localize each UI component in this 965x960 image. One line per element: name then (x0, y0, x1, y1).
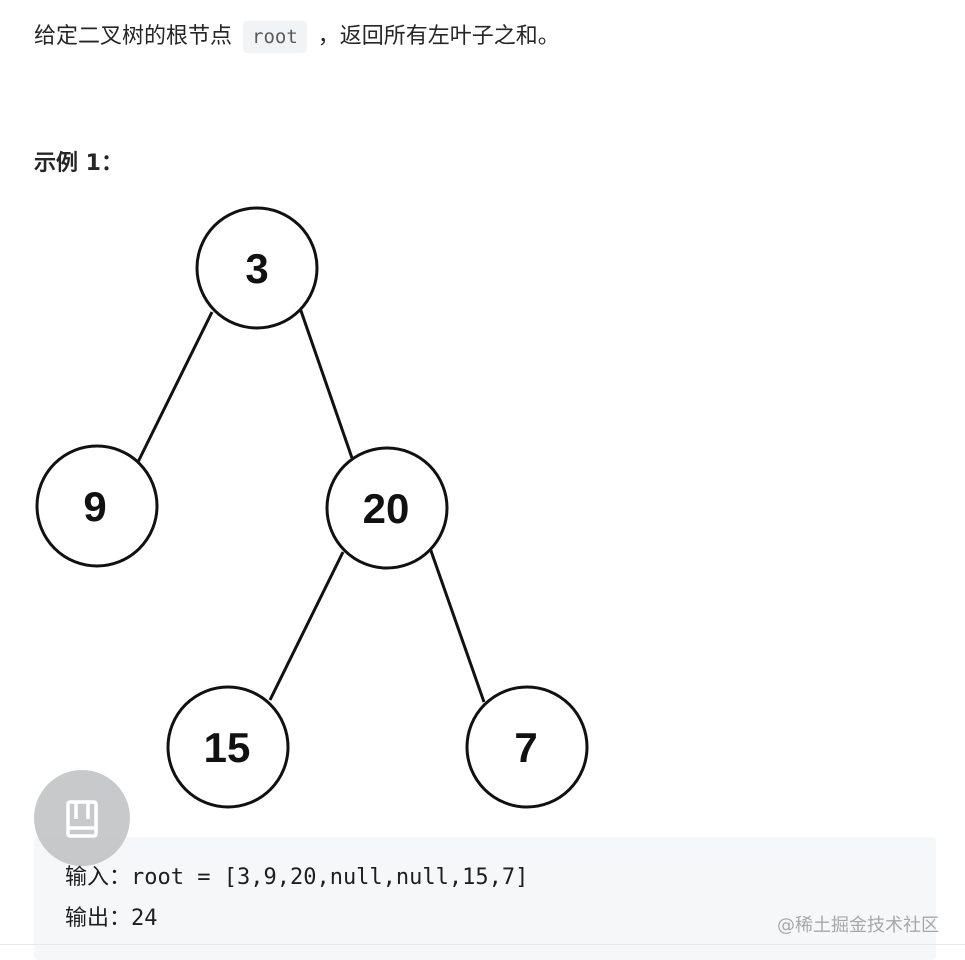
example-title: 示例 1： (34, 151, 123, 176)
edge-root-right (298, 307, 354, 459)
tree-node-left-label: 9 (83, 483, 106, 530)
bottom-divider (0, 944, 965, 945)
floating-book-button[interactable] (34, 770, 130, 866)
inline-code-root: root (243, 21, 307, 53)
tree-node-right (325, 446, 449, 570)
binary-tree-diagram: 3 9 20 15 7 (0, 190, 620, 830)
tree-node-root-label: 3 (245, 245, 268, 292)
edge-right-rightright (428, 547, 486, 703)
watermark: @稀土掘金技术社区 (777, 915, 939, 936)
tree-node-left (35, 444, 159, 568)
output-value: 24 (131, 906, 158, 931)
edge-right-rightleft (268, 551, 345, 701)
tree-node-right-left (166, 685, 290, 809)
tree-node-right-left-label: 15 (204, 724, 251, 771)
input-value: root = [3,9,20,null,null,15,7] (131, 865, 529, 890)
example-code-block: 输入：root = [3,9,20,null,null,15,7] 输出：24 (34, 837, 936, 960)
problem-description: 给定二叉树的根节点 root ，返回所有左叶子之和。 (34, 19, 560, 55)
tree-node-right-right (465, 685, 589, 809)
input-label: 输入： (65, 865, 132, 890)
description-text-before: 给定二叉树的根节点 (34, 24, 233, 49)
input-line: 输入：root = [3,9,20,null,null,15,7] (65, 863, 528, 893)
output-line: 输出：24 (65, 904, 158, 934)
edge-root-left (136, 311, 214, 463)
tree-node-right-right-label: 7 (514, 724, 537, 771)
tree-node-right-label: 20 (363, 485, 410, 532)
tree-node-root (195, 206, 319, 330)
description-text-after: ，返回所有左叶子之和。 (317, 24, 560, 49)
book-icon (66, 800, 98, 838)
output-label: 输出： (65, 906, 132, 931)
